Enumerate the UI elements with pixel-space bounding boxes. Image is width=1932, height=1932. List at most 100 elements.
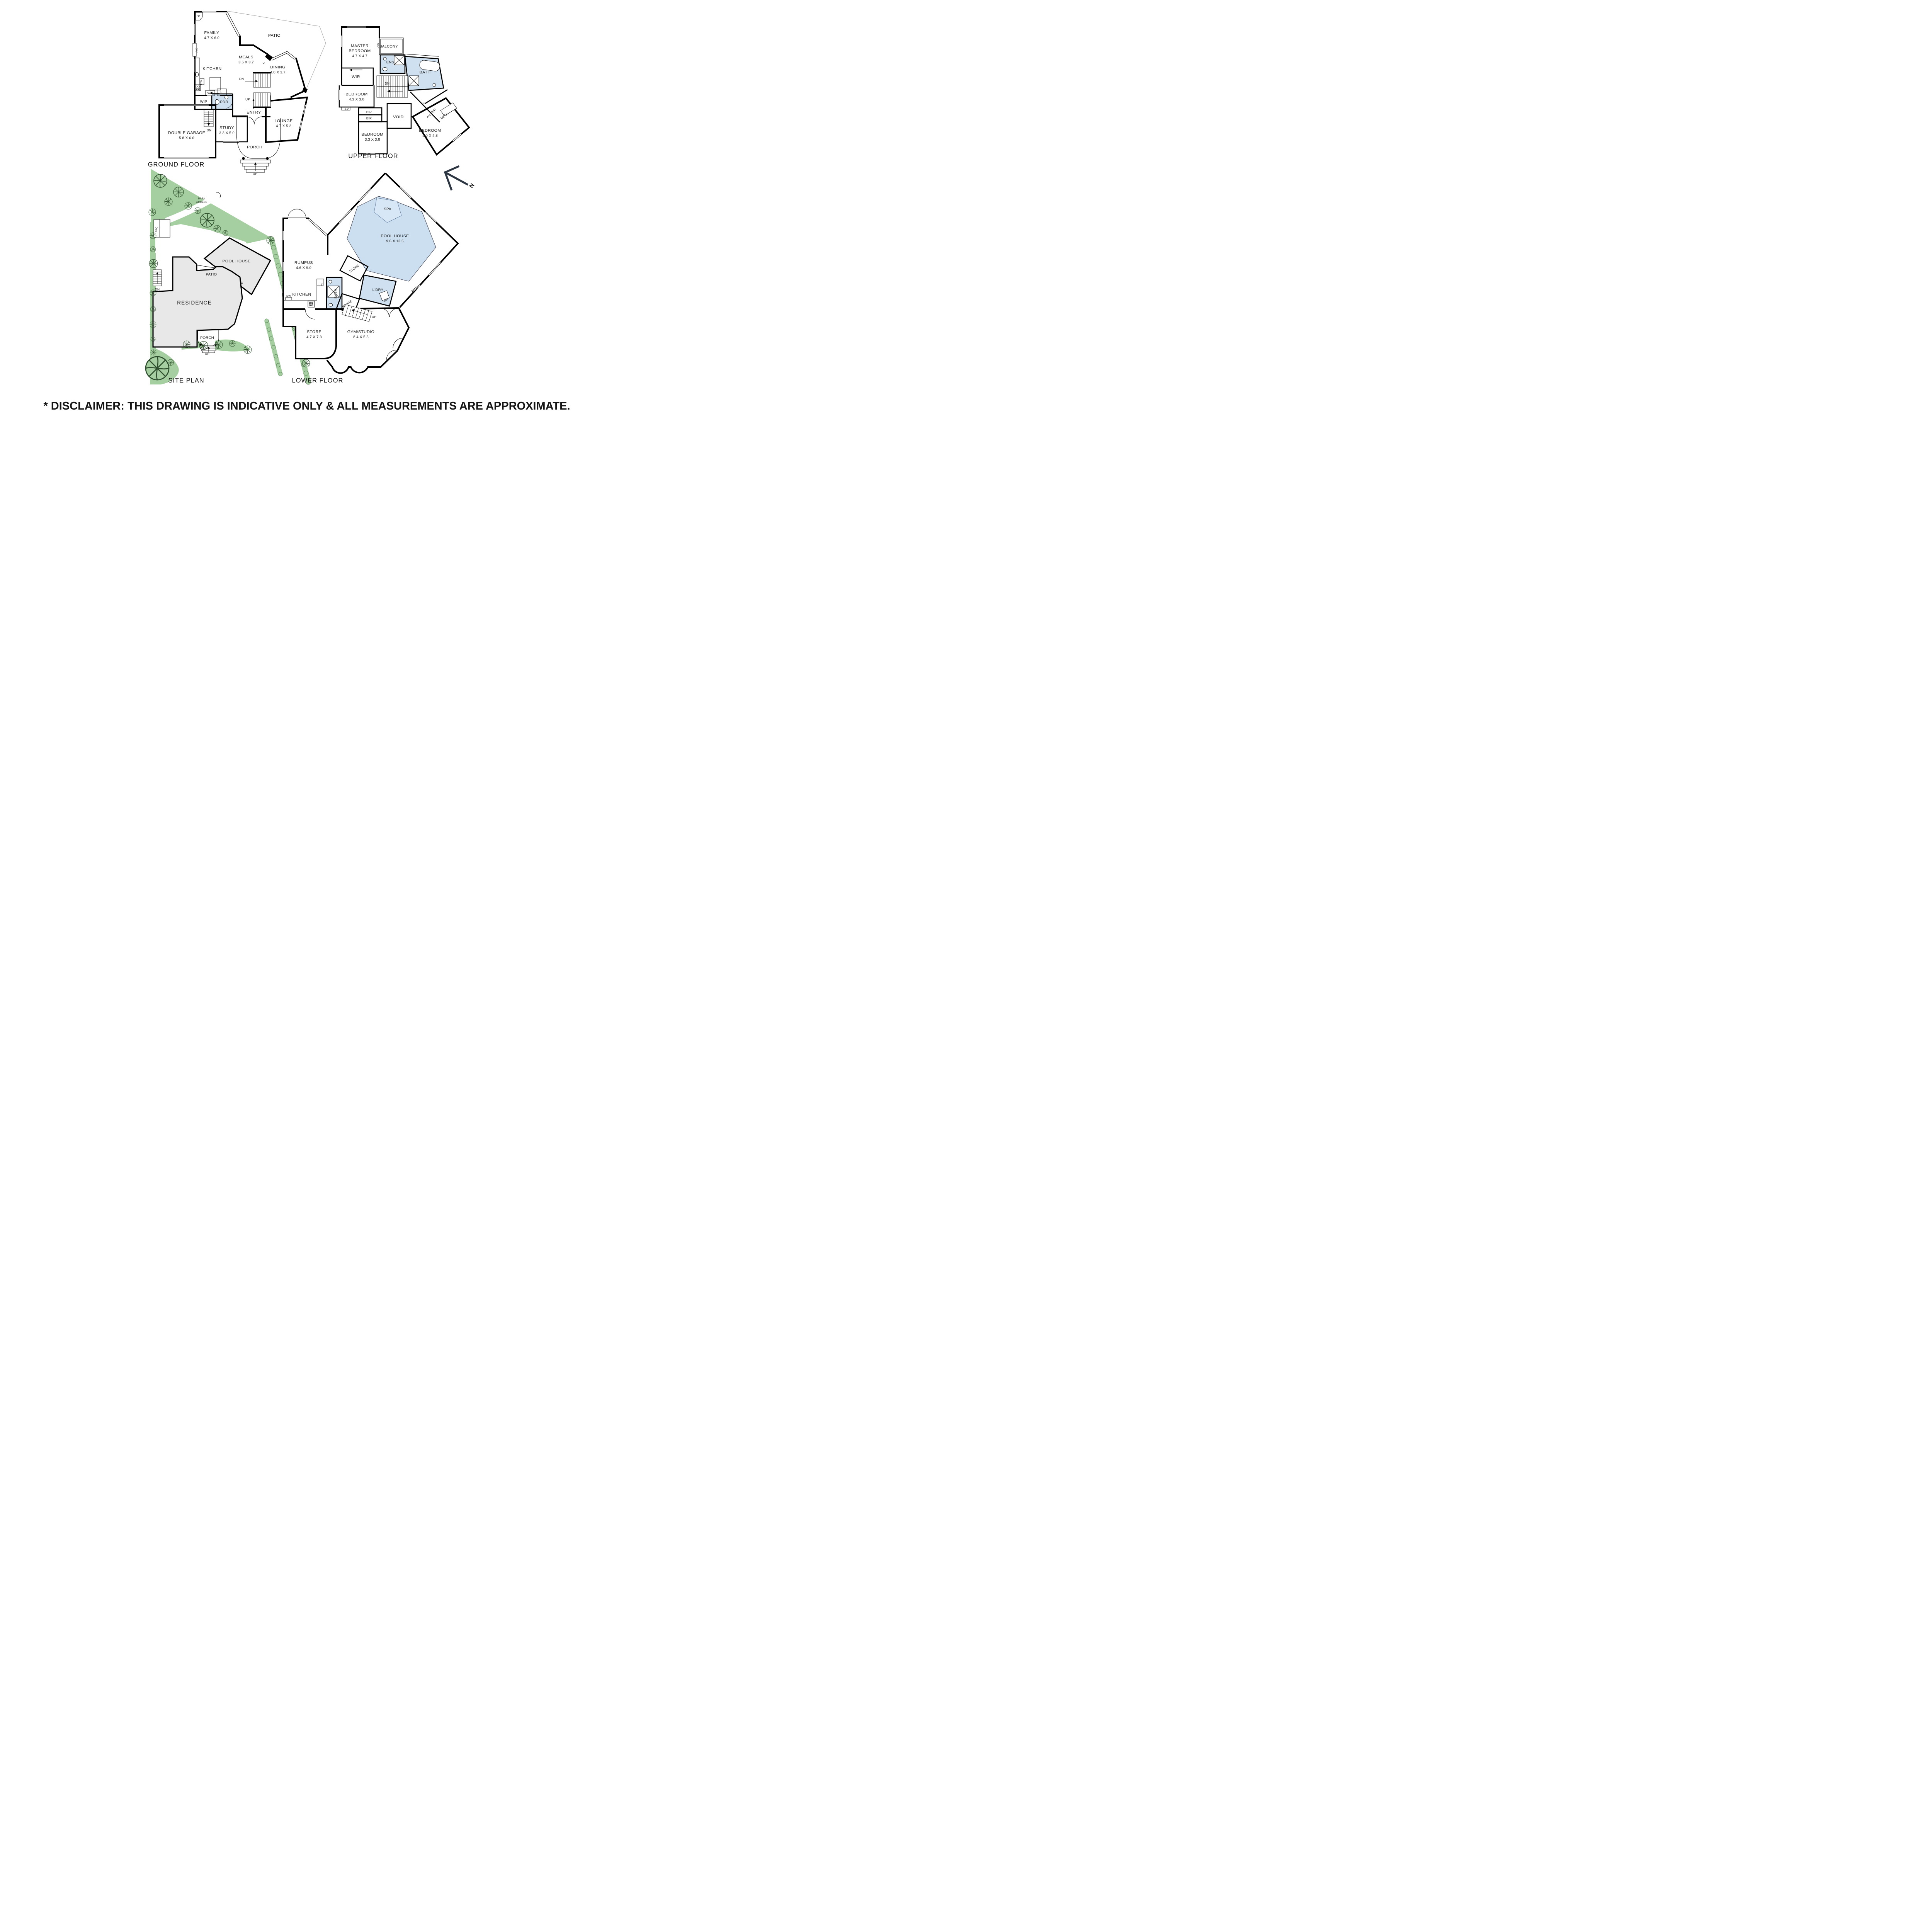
study-dims: 3.3 X 5.0 — [219, 131, 235, 135]
lf-kitchen-label: KITCHEN — [293, 292, 311, 297]
garage-dims: 5.8 X 6.0 — [179, 136, 194, 140]
site-plan-labels: PARK ACCESS BBQ POOL HOUSE PATIO DN RESI… — [155, 197, 250, 384]
site-porch-label: PORCH — [200, 336, 214, 340]
ground-floor-title: GROUND FLOOR — [148, 161, 205, 168]
gym-label: GYM/STUDIO — [347, 330, 375, 334]
fp-label: FP — [196, 15, 200, 18]
rumpus-dims: 4.6 X 9.0 — [296, 266, 311, 270]
lawn-porch-right — [215, 339, 250, 352]
site-plan: PARK ACCESS BBQ POOL HOUSE PATIO DN RESI… — [145, 169, 311, 385]
ens-fixtures — [382, 55, 405, 71]
lower-walls — [282, 172, 459, 374]
meals-dims: 3.5 X 3.7 — [238, 60, 254, 65]
master-dims: 4.7 X 4.7 — [352, 54, 367, 58]
wir-label: WIR — [352, 75, 360, 79]
lower-floor-title: LOWER FLOOR — [292, 377, 344, 384]
c-label: C — [262, 61, 266, 65]
park-access-path — [165, 192, 221, 224]
site-patio-label: PATIO — [206, 272, 217, 277]
pool — [347, 196, 436, 282]
lf-kitchen-fixtures — [283, 279, 324, 308]
wm-unit — [379, 290, 390, 301]
dn-garage-label: DN — [207, 129, 211, 132]
entry-doors — [246, 116, 262, 125]
ens-label: ENS — [386, 60, 394, 65]
bbq-label: BBQ — [155, 227, 158, 233]
wo-label: WO — [207, 92, 213, 95]
lf-dw-label: DW — [286, 295, 291, 298]
dining-label: DINING — [270, 65, 285, 70]
ground-interior — [195, 12, 306, 109]
lf-pool-dims: 9.6 X 13.5 — [386, 239, 403, 243]
spa-label: SPA — [384, 207, 391, 211]
bed4-label: BEDROOM — [419, 128, 441, 133]
lounge-dims: 4.7 X 5.2 — [276, 124, 291, 128]
site-stairs — [153, 269, 162, 286]
garage — [158, 104, 216, 159]
lower-stairs — [342, 304, 372, 322]
north-label: N — [468, 182, 476, 190]
bir1-label: BIR — [366, 111, 372, 114]
ac2-label: A/C — [345, 108, 349, 111]
site-bbq — [153, 219, 170, 238]
meals-label: MEALS — [239, 55, 253, 60]
study-label: STUDY — [219, 126, 234, 130]
c-label-upper: C — [422, 102, 425, 105]
dn-label: DN — [385, 82, 389, 85]
up-porch-label: UP — [253, 172, 257, 176]
dining-dims: 4.0 X 3.7 — [270, 70, 286, 75]
porch-label: PORCH — [247, 145, 262, 150]
park-access-label-2: ACCESS — [196, 201, 207, 204]
wip-label: WIP — [200, 100, 207, 104]
spa — [374, 197, 402, 223]
upper-floor-labels: MASTER BEDROOM 4.7 X 4.7 A/C BALCONY ENS… — [345, 43, 449, 160]
entry-label: ENTRY — [247, 110, 261, 115]
ldry-label: L'DRY — [372, 288, 384, 292]
ac-label: A/C — [196, 48, 198, 53]
bath-label: BATH — [420, 70, 431, 75]
disclaimer-text: * DISCLAIMER: THIS DRAWING IS INDICATIVE… — [43, 400, 570, 412]
balcony-label: BALCONY — [379, 44, 398, 49]
site-pool-house — [203, 237, 272, 296]
lf-f-label: F — [321, 283, 323, 287]
bed4-dims: 4.0 X 4.8 — [422, 134, 438, 138]
lf-up-label: UP — [372, 315, 376, 319]
store1-label: STORE — [349, 264, 360, 273]
patio-label: PATIO — [268, 33, 281, 38]
upper-floor-plan: MASTER BEDROOM 4.7 X 4.7 A/C BALCONY ENS… — [338, 26, 470, 160]
park-access-label-1: PARK — [198, 197, 206, 200]
family-dims: 4.7 X 6.0 — [204, 36, 219, 40]
rumpus-label: RUMPUS — [294, 260, 313, 265]
north-arrow: N — [444, 165, 476, 191]
master-label-2: BEDROOM — [349, 49, 371, 53]
upper-stairs — [376, 75, 408, 98]
lf-bath-fixtures — [327, 280, 340, 307]
store3-label: STORE — [307, 330, 321, 334]
residence-label: RESIDENCE — [177, 300, 212, 306]
bed2-dims: 4.3 X 3.0 — [349, 97, 364, 102]
void-label: VOID — [393, 115, 403, 119]
desk-unit — [440, 102, 457, 116]
lf-bath-label: BATH — [334, 289, 338, 299]
fireplace — [195, 12, 203, 20]
kitchen-fixtures — [194, 58, 227, 96]
lower-floor-plan: SPA POOL HOUSE 9.6 X 13.5 RUMPUS 4.6 X 9… — [282, 172, 459, 384]
pdr-fixtures — [215, 95, 233, 109]
bir2-label: BIR — [366, 117, 372, 120]
upper-walls — [338, 26, 470, 156]
dw-label: DW — [200, 80, 203, 85]
bed3-label: BEDROOM — [361, 132, 383, 137]
ground-stairs — [245, 72, 271, 109]
ground-floor-labels: FP FAMILY 4.7 X 6.0 PATIO A/C MEALS 3.5 … — [148, 15, 293, 176]
family-label: FAMILY — [204, 31, 219, 35]
site-trees — [145, 174, 310, 381]
garage-label: DOUBLE GARAGE — [168, 131, 205, 135]
dn-stairs-label: DN — [239, 77, 244, 81]
bed3-dims: 3.3 X 3.8 — [365, 138, 380, 142]
site-plan-title: SITE PLAN — [168, 377, 204, 384]
ground-porch — [236, 117, 281, 173]
kitchen-label: KITCHEN — [203, 66, 222, 71]
ac1-label: A/C — [377, 43, 379, 48]
site-pool-house-label: POOL HOUSE — [222, 259, 250, 264]
bed2-label: BEDROOM — [345, 92, 367, 97]
